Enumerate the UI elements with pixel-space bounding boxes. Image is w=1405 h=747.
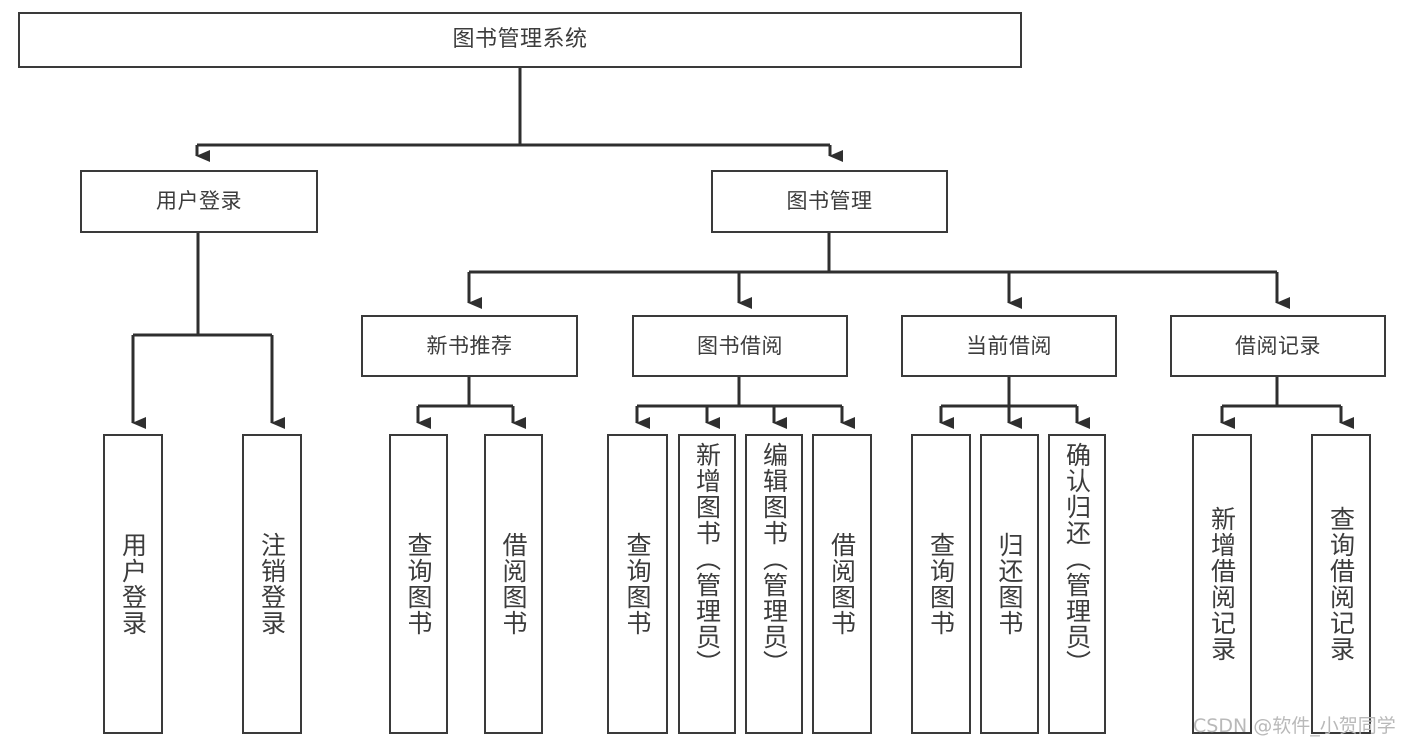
node-label: 编辑图书（管理员） <box>759 442 789 676</box>
node-root-system[interactable]: 图书管理系统 <box>18 12 1022 68</box>
node-label: 查询图书 <box>404 532 433 636</box>
node-label: 图书管理 <box>786 189 873 214</box>
node-user-login[interactable]: 用户登录 <box>80 170 318 233</box>
node-label: 借阅图书 <box>499 532 528 636</box>
leaf-query-book-current[interactable]: 查询图书 <box>911 434 971 734</box>
node-label: 图书管理系统 <box>452 27 588 53</box>
leaf-return-book[interactable]: 归还图书 <box>980 434 1039 734</box>
leaf-user-login[interactable]: 用户登录 <box>103 434 163 734</box>
leaf-add-book-admin[interactable]: 新增图书（管理员） <box>678 434 736 734</box>
node-borrow-record[interactable]: 借阅记录 <box>1170 315 1386 377</box>
node-label: 用户登录 <box>118 532 148 636</box>
node-label: 查询借阅记录 <box>1326 506 1356 662</box>
node-label: 确认归还（管理员） <box>1062 442 1092 676</box>
node-label: 查询图书 <box>926 532 956 636</box>
leaf-borrow-book-new-rec[interactable]: 借阅图书 <box>484 434 543 734</box>
node-current-borrow[interactable]: 当前借阅 <box>901 315 1117 377</box>
node-label: 借阅图书 <box>827 532 857 636</box>
node-label: 借阅记录 <box>1235 333 1321 358</box>
csdn-watermark: CSDN @软件_小贺同学 <box>1193 715 1396 737</box>
leaf-query-book-new-rec[interactable]: 查询图书 <box>389 434 448 734</box>
leaf-confirm-return-admin[interactable]: 确认归还（管理员） <box>1048 434 1106 734</box>
node-label: 图书借阅 <box>697 333 783 358</box>
node-label: 新增图书（管理员） <box>692 442 722 676</box>
node-label: 用户登录 <box>156 189 242 214</box>
node-label: 新增借阅记录 <box>1207 506 1237 662</box>
node-label: 新书推荐 <box>426 333 513 358</box>
leaf-add-borrow-record[interactable]: 新增借阅记录 <box>1192 434 1252 734</box>
leaf-query-book-borrow[interactable]: 查询图书 <box>607 434 668 734</box>
node-label: 查询图书 <box>623 532 652 636</box>
node-label: 当前借阅 <box>966 333 1052 358</box>
node-book-borrow[interactable]: 图书借阅 <box>632 315 848 377</box>
leaf-borrow-book-borrow[interactable]: 借阅图书 <box>812 434 872 734</box>
leaf-logout[interactable]: 注销登录 <box>242 434 302 734</box>
node-label: 注销登录 <box>257 532 287 636</box>
node-label: 归还图书 <box>995 532 1024 636</box>
node-book-manage[interactable]: 图书管理 <box>711 170 948 233</box>
leaf-query-borrow-record[interactable]: 查询借阅记录 <box>1311 434 1371 734</box>
node-new-book-recommend[interactable]: 新书推荐 <box>361 315 578 377</box>
leaf-edit-book-admin[interactable]: 编辑图书（管理员） <box>745 434 803 734</box>
